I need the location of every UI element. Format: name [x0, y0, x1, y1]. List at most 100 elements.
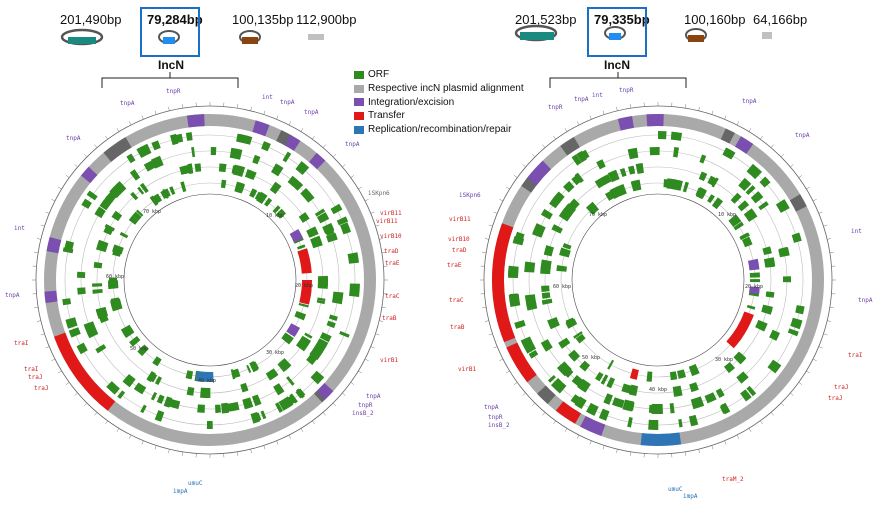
orf-block: [715, 388, 725, 398]
scale-tick: [236, 104, 239, 109]
orf-block: [689, 382, 699, 393]
orf-block: [125, 375, 136, 388]
orf-block: [508, 265, 519, 277]
left-gene-virB11-a: virB11: [380, 210, 402, 217]
orf-block: [573, 331, 583, 339]
scale-tick: [711, 445, 714, 450]
orf-block: [782, 276, 791, 283]
scale-tick: [780, 153, 785, 158]
right-kbp-50: 50 kbp: [582, 355, 601, 361]
orf-block: [765, 291, 775, 298]
orf-block: [185, 132, 193, 141]
orf-block: [541, 298, 553, 305]
orf-block: [595, 371, 604, 382]
orf-block: [611, 189, 618, 198]
scale-tick: [312, 135, 315, 140]
orf-block: [619, 167, 627, 177]
scale-tick: [589, 115, 592, 120]
orf-block: [104, 223, 115, 232]
legend-replication: Replication/recombination/repair: [354, 123, 524, 137]
orf-block: [92, 283, 103, 287]
orf-block: [220, 179, 227, 189]
orf-block: [736, 371, 749, 384]
orf-block: [132, 211, 142, 221]
scale-tick: [342, 392, 346, 396]
orf-block: [670, 131, 683, 141]
scale-tick: [58, 186, 62, 190]
scale-tick: [379, 320, 384, 322]
left-gene-virB1: virB1: [380, 357, 399, 364]
orf-block: [627, 147, 639, 160]
scale-tick: [488, 224, 493, 227]
scale-tick: [375, 333, 380, 336]
orf-block: [515, 231, 525, 240]
orf-block: [154, 376, 162, 386]
scale-tick: [276, 440, 279, 445]
orf-block: [723, 148, 736, 160]
left-size-2: 79,284bp: [147, 12, 203, 27]
orf-block: [76, 342, 88, 355]
legend-orf-label: ORF: [368, 69, 390, 80]
orf-block: [248, 170, 257, 181]
orf-block: [339, 331, 350, 338]
orf-block: [776, 199, 790, 213]
orf-block: [226, 401, 240, 412]
orf-block: [276, 209, 284, 217]
right-gene-tnpA-3: tnpA: [795, 132, 810, 139]
orf-block: [126, 153, 136, 164]
orf-block: [106, 381, 120, 395]
orf-block: [252, 394, 262, 407]
orf-block: [108, 284, 119, 290]
orf-block: [550, 378, 567, 394]
scale-tick: [94, 144, 98, 148]
scale-tick: [522, 392, 526, 396]
left-size-1: 201,490bp: [60, 12, 122, 27]
orf-block: [77, 287, 86, 295]
left-kbp-70: 70 kbp: [143, 209, 162, 215]
orf-block: [206, 420, 213, 430]
scale-tick: [154, 445, 157, 450]
scale-tick: [724, 440, 727, 445]
replication-segment: [195, 371, 214, 383]
integration-segment: [735, 136, 754, 154]
orf-block: [758, 201, 769, 211]
scale-tick: [364, 198, 369, 202]
scale-tick: [488, 333, 493, 336]
orf-block: [65, 317, 78, 329]
orf-block: [317, 275, 328, 287]
scale-tick: [484, 238, 489, 240]
scale-tick: [506, 370, 510, 374]
orf-block: [94, 206, 106, 219]
orf-block: [543, 245, 554, 257]
left-kbp-10: 10 kbp: [266, 213, 285, 219]
orf-block: [711, 197, 724, 210]
replication-segment: [640, 432, 682, 446]
orf-block: [749, 272, 760, 278]
scale-tick: [141, 115, 144, 120]
scale-tick: [812, 198, 817, 202]
scale-tick: [332, 402, 337, 407]
orf-block: [300, 187, 310, 198]
orf-block: [110, 300, 123, 311]
integration-segment: [46, 237, 62, 254]
scale-tick: [34, 251, 39, 254]
scale-tick: [542, 412, 546, 416]
orf-block: [279, 358, 292, 371]
orf-block: [540, 208, 553, 220]
transfer-segment: [629, 368, 639, 380]
scale-tick: [553, 135, 556, 140]
right-gene-iskpn6: iSKpn6: [459, 192, 481, 199]
orf-block: [749, 279, 760, 283]
orf-block: [120, 324, 134, 337]
right-gene-traJ-b: traJ: [828, 395, 843, 402]
orf-block: [761, 304, 773, 313]
orf-block: [560, 364, 574, 378]
orf-block: [282, 151, 292, 163]
scale-tick: [818, 346, 823, 349]
scale-tick: [770, 412, 774, 416]
orf-block: [298, 302, 309, 308]
left-plasmid-icon-3: [239, 30, 261, 44]
right-size-1: 201,523bp: [515, 12, 577, 27]
orf-block: [197, 404, 205, 413]
orf-block: [242, 397, 254, 410]
